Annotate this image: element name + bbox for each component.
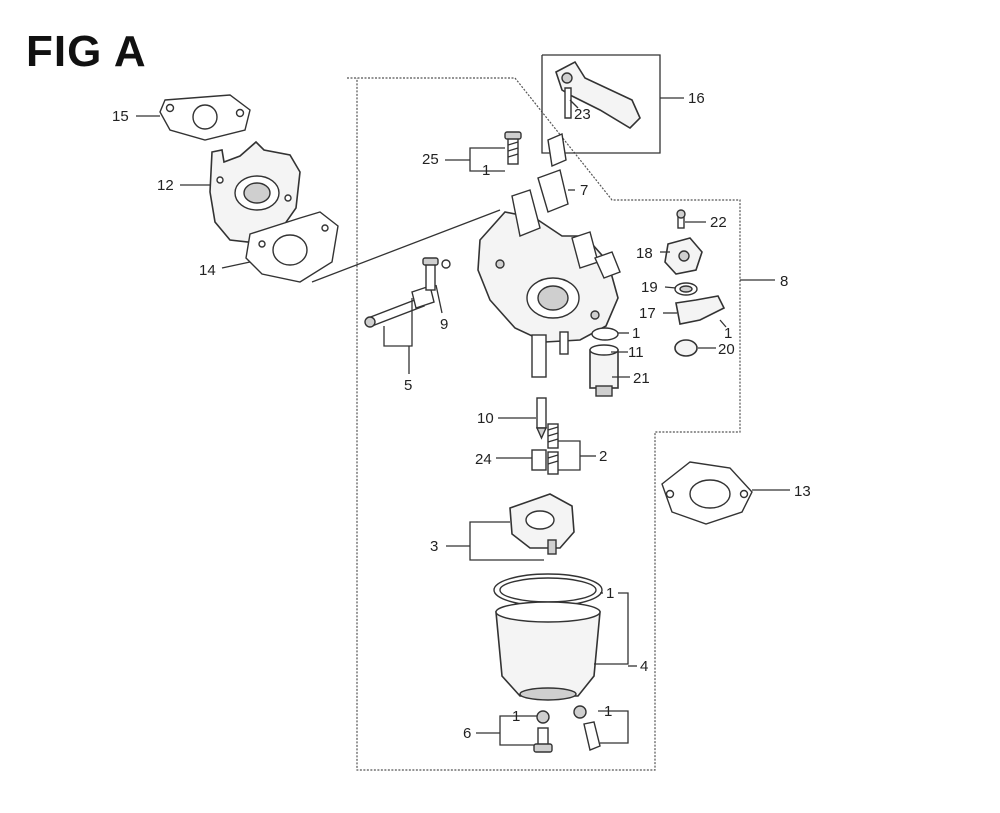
part-16-choke-lever xyxy=(555,60,641,130)
callout-23: 23 xyxy=(574,106,591,123)
part-11-o-ring xyxy=(591,327,619,341)
part-17-diaphragm xyxy=(675,295,726,325)
callout-2: 2 xyxy=(599,448,607,465)
part-10-float-needle xyxy=(535,397,548,440)
part-bowl-bolt-washer xyxy=(573,705,601,751)
callout-1-upper: 1 xyxy=(482,162,490,179)
part-12-insulator xyxy=(209,140,301,243)
part-19-spring xyxy=(674,282,698,296)
callout-6: 6 xyxy=(463,725,471,742)
figure-title: FIG A xyxy=(26,27,147,76)
callout-9: 9 xyxy=(440,316,448,333)
part-2-spring-set xyxy=(547,423,559,475)
part-4-float-bowl xyxy=(493,573,603,701)
callout-25: 25 xyxy=(422,151,439,168)
alignment-line-14 xyxy=(311,209,501,283)
callout-17: 17 xyxy=(639,305,656,322)
assembly-boundary xyxy=(347,77,741,771)
part-15-gasket xyxy=(159,94,251,141)
callout-13: 13 xyxy=(794,483,811,500)
callout-22: 22 xyxy=(710,214,727,231)
callout-18: 18 xyxy=(636,245,653,262)
callout-14: 14 xyxy=(199,262,216,279)
part-3-float xyxy=(509,493,575,555)
part-20-seal xyxy=(674,339,698,357)
part-14-gasket xyxy=(245,211,339,283)
part-18-cap xyxy=(664,237,703,275)
callout-16: 16 xyxy=(688,90,705,107)
callout-5: 5 xyxy=(404,377,412,394)
callout-1-bowl-gasket: 1 xyxy=(606,585,614,602)
callout-10: 10 xyxy=(477,410,494,427)
callout-12: 12 xyxy=(157,177,174,194)
callout-19: 19 xyxy=(641,279,658,296)
carburetor-body xyxy=(477,189,621,378)
callout-24: 24 xyxy=(475,451,492,468)
part-7-bracket xyxy=(537,133,569,213)
part-24-main-jet xyxy=(531,449,547,471)
part-6-drain-screw xyxy=(533,710,553,753)
part-5-pilot-screw xyxy=(364,285,435,328)
callout-8: 8 xyxy=(780,273,788,290)
part-9-throttle-stop-screw xyxy=(422,257,451,291)
leader-lines xyxy=(136,97,790,746)
callout-1-middle: 1 xyxy=(632,325,640,342)
callout-20: 20 xyxy=(718,341,735,358)
part-22-screw xyxy=(676,209,686,229)
callout-4: 4 xyxy=(640,658,648,675)
callout-1-bolt-washer: 1 xyxy=(604,703,612,720)
callout-1-drain-washer: 1 xyxy=(512,708,520,725)
callout-3: 3 xyxy=(430,538,438,555)
callout-7: 7 xyxy=(580,182,588,199)
callout-15: 15 xyxy=(112,108,129,125)
callout-21: 21 xyxy=(633,370,650,387)
callout-11: 11 xyxy=(628,344,644,361)
part-13-gasket xyxy=(661,461,753,525)
part-25-screw xyxy=(504,131,522,165)
part-16-group-box xyxy=(541,54,661,154)
callout-1-right: 1 xyxy=(724,325,732,342)
